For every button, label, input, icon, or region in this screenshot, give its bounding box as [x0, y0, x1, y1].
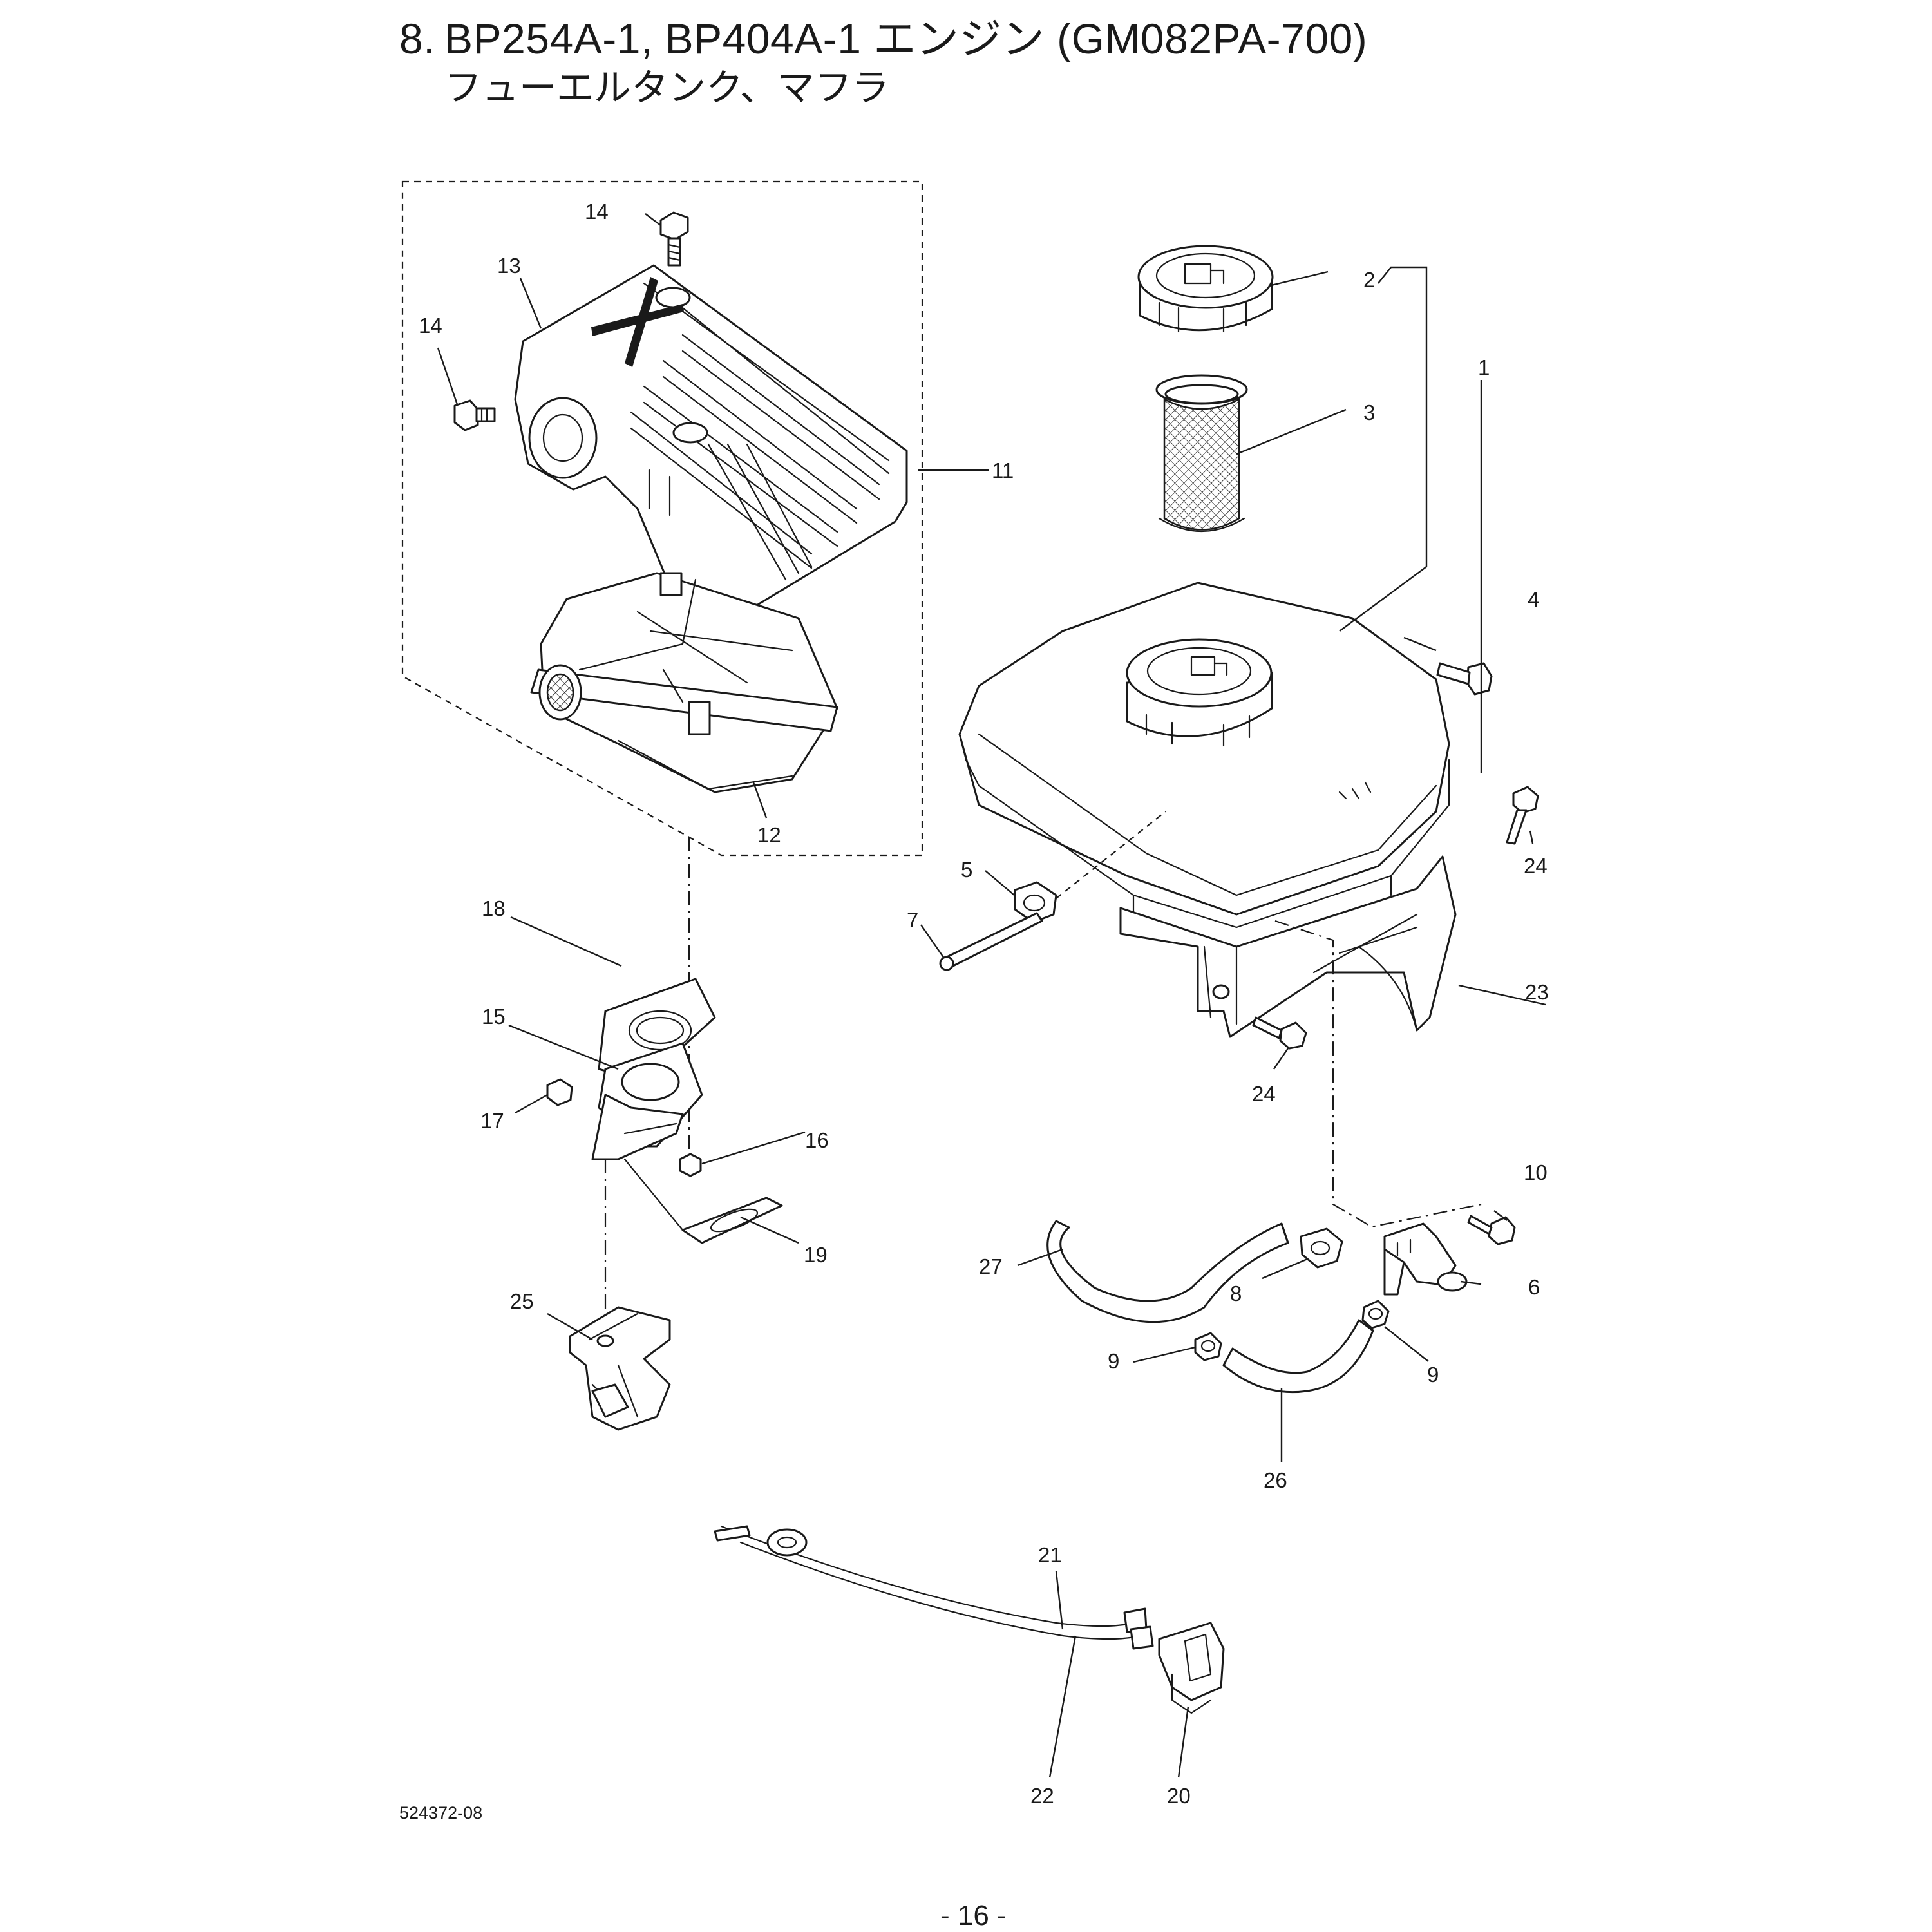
callout-1: 1 — [1478, 355, 1490, 379]
callout-7: 7 — [907, 908, 918, 932]
callout-13: 13 — [497, 254, 521, 278]
leader-lines — [437, 213, 1546, 1778]
nut-17 — [546, 1078, 573, 1106]
muffler-cover-13 — [514, 264, 908, 627]
callout-10: 10 — [1524, 1160, 1548, 1184]
bracket-25 — [569, 1306, 671, 1431]
callout-25: 25 — [510, 1289, 534, 1313]
fuel-line-guide — [1274, 920, 1482, 1228]
bolt-24-lower — [1252, 1016, 1307, 1050]
callout-5: 5 — [961, 858, 972, 882]
fuel-hose-26 — [1222, 1319, 1374, 1394]
callout-24-lower: 24 — [1252, 1082, 1276, 1106]
clamp-5 — [1014, 881, 1057, 923]
callout-12: 12 — [757, 823, 781, 847]
callout-16: 16 — [805, 1128, 829, 1152]
clamp-9-left — [1194, 1332, 1222, 1361]
fuel-cock-6 — [1383, 1222, 1468, 1296]
clamp-5-guide — [1056, 811, 1166, 899]
section-number: 8. — [399, 15, 436, 62]
gasket-19-guide — [623, 1158, 684, 1231]
pin-7 — [939, 912, 1043, 971]
fuel-hose-27 — [1046, 1220, 1289, 1323]
bolt-14-top — [659, 211, 689, 267]
fuel-strainer-3 — [1155, 374, 1248, 532]
callout-14-side: 14 — [419, 314, 442, 337]
callout-17: 17 — [480, 1109, 504, 1133]
document-code: 524372-08 — [399, 1803, 483, 1823]
nut-16 — [679, 1153, 702, 1177]
muffler-body-12 — [530, 572, 838, 793]
callout-3: 3 — [1363, 401, 1375, 424]
bolt-4 — [1436, 662, 1493, 696]
callout-20: 20 — [1167, 1784, 1191, 1808]
bolt-24-upper — [1506, 786, 1539, 845]
gasket-19 — [681, 1197, 783, 1244]
page-number: - 16 - — [940, 1900, 1007, 1931]
callout-15: 15 — [482, 1005, 506, 1028]
callout-18: 18 — [482, 896, 506, 920]
page-title: 8.BP254A-1, BP404A-1 エンジン (GM082PA-700) — [399, 12, 1367, 66]
callout-11: 11 — [992, 459, 1014, 482]
fuel-cap-2 — [1137, 245, 1274, 333]
clamp-9-right — [1361, 1300, 1390, 1329]
callout-23: 23 — [1525, 980, 1549, 1004]
tank-bracket-23 — [1119, 855, 1457, 1038]
callout-2: 2 — [1363, 268, 1375, 292]
callout-6: 6 — [1528, 1275, 1540, 1299]
callout-14-top: 14 — [585, 200, 609, 223]
switch-20 — [1158, 1622, 1225, 1714]
callout-21: 21 — [1038, 1543, 1062, 1567]
callout-8: 8 — [1230, 1282, 1242, 1305]
callout-19: 19 — [804, 1243, 828, 1267]
callout-27: 27 — [979, 1255, 1003, 1278]
bolt-10 — [1467, 1215, 1516, 1245]
clamp-8 — [1300, 1227, 1343, 1269]
callout-9-right: 9 — [1427, 1363, 1439, 1387]
callouts: 1 2 3 4 5 6 7 8 9 9 10 11 12 13 14 14 15… — [419, 200, 1549, 1808]
callout-9-left: 9 — [1108, 1349, 1119, 1373]
bolt-14-side — [453, 399, 496, 431]
page-subtitle: フューエルタンク、マフラ — [444, 67, 889, 109]
fuel-tank-1 — [958, 582, 1450, 929]
callout-4: 4 — [1528, 587, 1539, 611]
muffler-assembly-boundary — [401, 180, 923, 857]
callout-24-upper: 24 — [1524, 854, 1548, 878]
flange-bracket-15 — [591, 1042, 703, 1160]
callout-26: 26 — [1264, 1468, 1287, 1492]
title-block: 8.BP254A-1, BP404A-1 エンジン (GM082PA-700) … — [399, 12, 1367, 111]
wire-harness-21-22 — [714, 1525, 1154, 1650]
callout-22: 22 — [1030, 1784, 1054, 1808]
title-line1: BP254A-1, BP404A-1 エンジン (GM082PA-700) — [444, 15, 1368, 62]
